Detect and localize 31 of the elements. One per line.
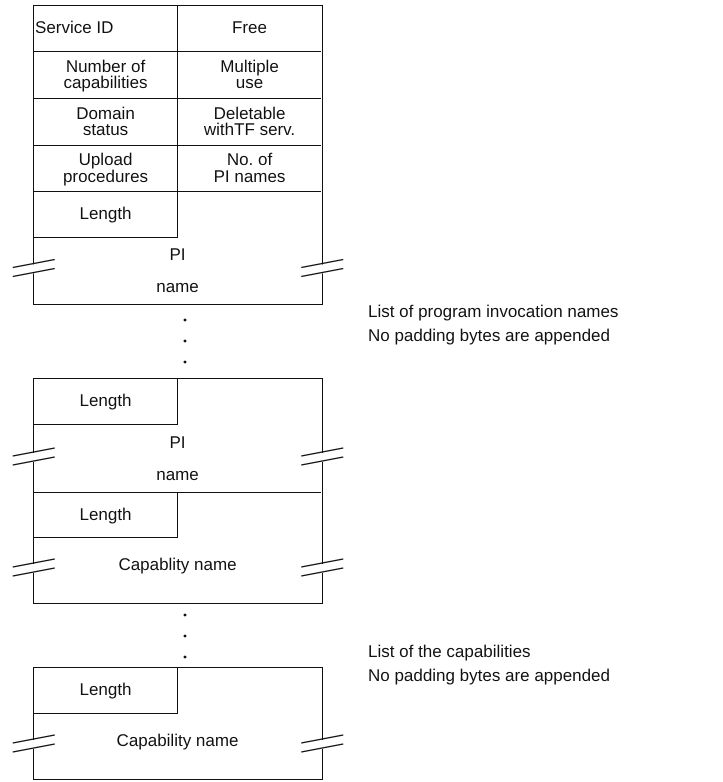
field-cell <box>34 146 178 192</box>
field-label: Number of capabilities <box>62 58 149 92</box>
field-cell <box>34 668 178 714</box>
field-label: Service ID <box>35 20 114 37</box>
field-label: No. of PI names <box>212 152 286 185</box>
frame-box <box>33 5 323 305</box>
field-cell <box>34 379 178 425</box>
field-label: Capablity name <box>118 556 237 575</box>
field-label: Upload procedures <box>62 152 150 185</box>
field-label: PI name <box>156 432 199 486</box>
field-label: Length <box>80 393 132 410</box>
field-label: Free <box>232 20 267 37</box>
field-label: Length <box>80 506 132 524</box>
note-text: No padding bytes are appended <box>368 326 610 346</box>
field-cell <box>34 192 178 238</box>
field-label: Domain status <box>76 106 135 138</box>
field-label: Multiple use <box>220 58 279 92</box>
frame-box <box>33 378 323 604</box>
frame-box <box>33 667 323 780</box>
field-cell <box>34 6 178 52</box>
note-text: No padding bytes are appended <box>368 666 610 686</box>
field-cell <box>34 52 178 99</box>
field-label: Length <box>80 682 132 699</box>
field-label: PI name <box>156 244 199 298</box>
note-text: List of the capabilities <box>368 642 531 662</box>
field-cell <box>34 99 178 146</box>
note-text: List of program invocation names <box>368 302 618 322</box>
field-cell <box>34 493 178 538</box>
field-label: Capability name <box>116 732 238 751</box>
field-label: Deletable withTF serv. <box>202 106 296 138</box>
field-label: Length <box>80 206 132 223</box>
